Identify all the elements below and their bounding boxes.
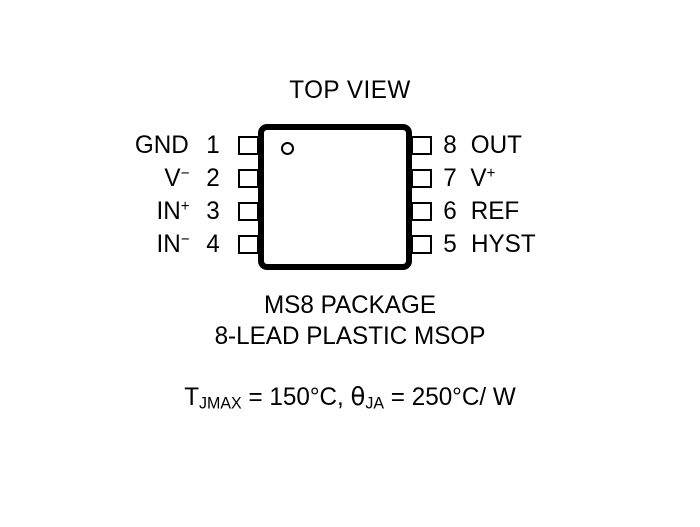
pin-number-1: 1: [206, 131, 220, 159]
pin-lead-7: [411, 169, 432, 188]
pin-name-vpos: V+: [470, 164, 496, 192]
pin-lead-2: [238, 169, 259, 188]
pin-name-inpos: IN+: [156, 197, 190, 225]
pin-lead-6: [411, 202, 432, 221]
pin-label-row-2: V− 2: [60, 164, 220, 192]
thermal-spec-label: TJMAX = 150°C, θJA = 250°C/ W: [11, 382, 690, 412]
pin-name-vneg: V−: [164, 164, 190, 192]
pin-name-superscript: +: [180, 197, 190, 215]
tj-value: 150°C,: [269, 383, 344, 411]
pin-number-7: 7: [443, 164, 457, 192]
pin-name-superscript: −: [180, 230, 190, 248]
tj-equals: =: [241, 383, 270, 411]
tj-subscript: JMAX: [199, 394, 242, 413]
package-name-label: MS8 PACKAGE: [263, 291, 437, 319]
pin-name-superscript: −: [180, 164, 190, 182]
tj-symbol: T: [184, 383, 200, 411]
package-description-label: 8-LEAD PLASTIC MSOP: [214, 322, 486, 350]
pin-lead-4: [238, 235, 259, 254]
pin-lead-1: [238, 136, 259, 155]
pin-name-out: OUT: [470, 131, 522, 159]
pin-lead-3: [238, 202, 259, 221]
pin-label-row-5: 5 HYST: [443, 230, 663, 258]
pin-number-2: 2: [206, 164, 220, 192]
pin-label-row-1: GND 1: [60, 131, 220, 159]
pin-number-4: 4: [206, 230, 220, 258]
theta-value: 250°C/ W: [411, 383, 516, 411]
pin-number-5: 5: [443, 230, 457, 258]
pin-number-8: 8: [443, 131, 457, 159]
pin-name-inneg: IN−: [156, 230, 190, 258]
theta-equals: =: [384, 383, 412, 411]
pin-name-hyst: HYST: [471, 230, 536, 258]
pin-label-row-4: IN− 4: [60, 230, 220, 258]
pin-name-superscript: +: [486, 164, 496, 182]
pin-name-ref: REF: [470, 197, 520, 225]
pin-lead-5: [411, 235, 432, 254]
top-view-title: TOP VIEW: [289, 76, 411, 104]
theta-symbol: θ: [350, 382, 366, 411]
pin-number-6: 6: [443, 197, 457, 225]
pin-number-3: 3: [206, 197, 220, 225]
pin1-dot-icon: [281, 142, 294, 155]
pin-label-row-6: 6 REF: [443, 197, 663, 225]
pin-label-row-8: 8 OUT: [443, 131, 663, 159]
pin-lead-8: [411, 136, 432, 155]
theta-subscript: JA: [365, 394, 385, 413]
pin-label-row-3: IN+ 3: [60, 197, 220, 225]
pin-name-gnd: GND: [135, 131, 190, 159]
package-body-outline: [258, 124, 412, 270]
pin-label-row-7: 7 V+: [443, 164, 663, 192]
